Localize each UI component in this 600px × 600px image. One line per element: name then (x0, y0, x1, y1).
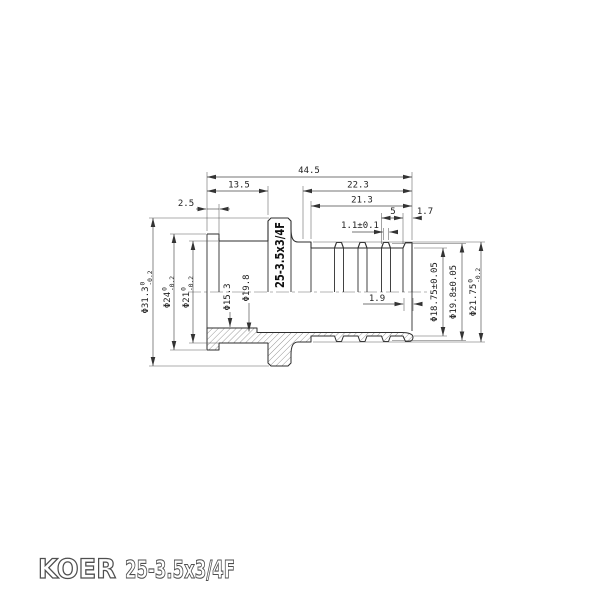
dim-dia-21-75: Φ21.750-0.2 (313, 241, 485, 343)
dim-text: Φ15.3 (223, 283, 233, 310)
dim-dia-19-8-ribs: Φ19.8±0.05 (392, 243, 466, 341)
dim-text: 44.5 (298, 166, 320, 176)
dim-text: Φ210-0.2 (181, 276, 196, 308)
dim-text: 1.9 (369, 294, 385, 304)
barb-rib (333, 241, 345, 249)
dim-left-section: 13.5 (207, 181, 269, 215)
dim-text: 22.3 (347, 181, 369, 191)
dim-text: Φ19.8±0.05 (449, 265, 459, 319)
part-section-hatched (206, 327, 414, 367)
dimensions-left: Φ31.30-0.2 Φ240-0.2 Φ210-0.2 Φ15.3 Φ19.8 (140, 217, 269, 367)
part-band-marking: 25-3.5x3/4F (273, 222, 287, 288)
dim-dia-21: Φ210-0.2 (181, 240, 218, 344)
dim-rib-pitch: 5 (381, 207, 404, 244)
dimensions-right: Φ18.75±0.05 Φ19.8±0.05 Φ21.750-0.2 (313, 241, 485, 343)
part-drawing: 25-3.5x3/4F (188, 217, 430, 367)
dim-barb-outer: 22.3 (302, 181, 412, 239)
dim-rib-top-width: 1.1±0.1 (341, 221, 399, 240)
dim-dia-19-8-bore: Φ19.8 (242, 274, 252, 332)
dim-text: 21.3 (351, 196, 373, 206)
barb-rib (380, 241, 392, 249)
barb-rib (357, 241, 368, 249)
dim-end-wall: 1.9 (363, 294, 423, 311)
dimensions-top: 44.5 13.5 22.3 21.3 2.5 (178, 166, 433, 311)
dim-text: 1.7 (417, 207, 433, 217)
dim-text: Φ18.75±0.05 (430, 262, 440, 322)
footer: KOER 25-3.5x3/4F (37, 553, 235, 585)
dim-barb-inner: 21.3 (310, 196, 412, 239)
barb-ribs (333, 241, 392, 249)
dim-text: Φ240-0.2 (162, 276, 177, 308)
dim-end-width: 1.7 (412, 207, 433, 221)
dim-text: Φ21.750-0.2 (468, 268, 483, 317)
part-edge-lines (206, 221, 413, 331)
dim-dia-31-3: Φ31.30-0.2 (140, 217, 269, 367)
dim-text: 13.5 (228, 181, 250, 191)
dim-text: 1.1±0.1 (341, 221, 379, 231)
model-number: 25-3.5x3/4F (125, 555, 235, 584)
dim-text: 5 (390, 207, 395, 217)
brand-logo: KOER (38, 554, 116, 585)
dim-left-collar: 2.5 (178, 199, 230, 238)
dim-dia-15-3: Φ15.3 (223, 283, 233, 327)
dim-dia-24: Φ240-0.2 (162, 233, 206, 351)
dim-dia-18-75: Φ18.75±0.05 (414, 247, 447, 337)
dim-text: 2.5 (178, 199, 194, 209)
dim-text: Φ19.8 (242, 274, 252, 301)
dim-text: Φ31.30-0.2 (140, 270, 155, 313)
